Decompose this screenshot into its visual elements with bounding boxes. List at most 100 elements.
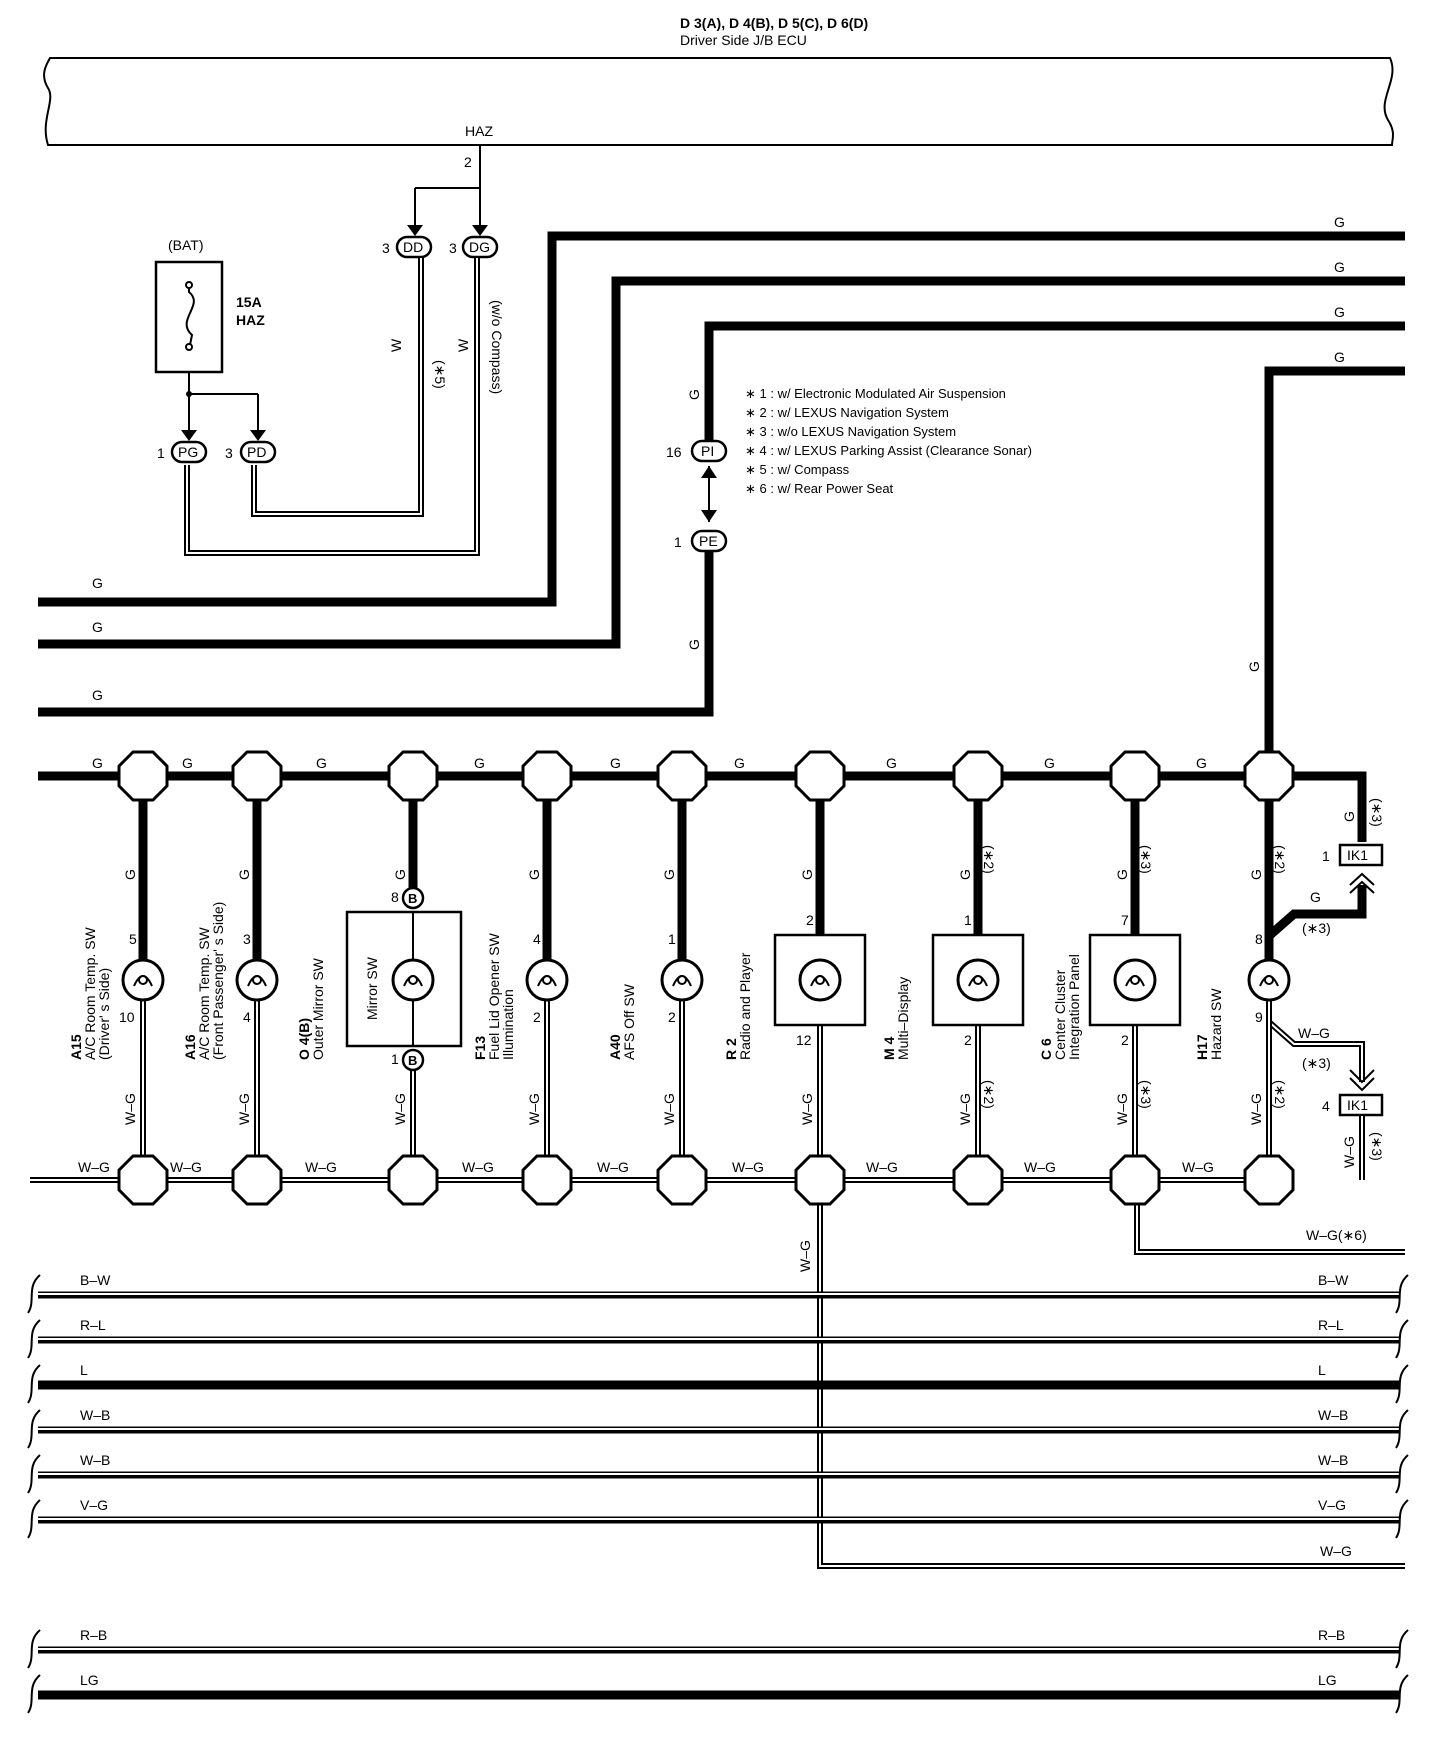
pe-wire-g: G xyxy=(686,639,702,650)
pin-top: 1 xyxy=(668,931,676,947)
wg-wire-label: W–G xyxy=(799,1093,815,1125)
note-1: ∗ 1 : w/ Electronic Modulated Air Suspen… xyxy=(745,386,1006,401)
ik1-top-star3: (∗3) xyxy=(1369,798,1385,827)
component-name-line-0: Radio and Player xyxy=(737,952,753,1060)
dg-wire-compass: (w/o Compass) xyxy=(489,300,505,394)
harness-label-right: R–B xyxy=(1318,1627,1345,1643)
component-code: R 2 xyxy=(723,1038,739,1060)
pe-pin: 1 xyxy=(674,534,682,550)
dd-pin: 3 xyxy=(382,240,390,256)
svg-text:DG: DG xyxy=(469,239,490,255)
g-bus-node xyxy=(521,750,573,802)
svg-text:PI: PI xyxy=(701,443,714,459)
terminal-b-bottom-label: B xyxy=(408,1053,417,1068)
note-6: ∗ 6 : w/ Rear Power Seat xyxy=(745,481,894,496)
header-title: D 3(A), D 4(B), D 5(C), D 6(D) xyxy=(680,15,868,31)
pin-top: 8 xyxy=(391,889,399,905)
bus-g-label-8: G xyxy=(1196,755,1207,771)
component-code: M 4 xyxy=(881,1036,897,1060)
g-wire-label: G xyxy=(526,869,542,880)
harness-label-right: R–L xyxy=(1318,1317,1344,1333)
right-g-4: G xyxy=(1334,349,1345,365)
header-subtitle: Driver Side J/B ECU xyxy=(680,32,807,48)
component-name-line-0: Center Cluster xyxy=(1052,969,1068,1060)
right-g-1: G xyxy=(1334,214,1345,230)
connector-ik1-bottom: IK1 xyxy=(1338,1093,1384,1117)
bus-g-label-4: G xyxy=(610,755,621,771)
harness-label-left: R–B xyxy=(80,1627,107,1643)
g-bus-node xyxy=(231,750,283,802)
harness-break-left xyxy=(27,1319,41,1359)
fuse-name: HAZ xyxy=(236,312,265,328)
note-5: ∗ 5 : w/ Compass xyxy=(745,462,850,477)
g-wire-label: G xyxy=(1114,869,1130,880)
connector-pi: PI xyxy=(690,439,728,463)
g-wire-label: G xyxy=(1248,869,1264,880)
left-g-1: G xyxy=(92,575,103,591)
pin-top: 2 xyxy=(806,912,814,928)
star2-top: (∗2) xyxy=(1272,845,1288,874)
harness-break-right xyxy=(1395,1674,1409,1714)
harness-break-left xyxy=(27,1409,41,1449)
component-name-line-0: Multi–Display xyxy=(895,977,911,1060)
mirror-box xyxy=(345,910,463,1048)
pin-bottom: 2 xyxy=(964,1032,972,1048)
notes-block: ∗ 1 : w/ Electronic Modulated Air Suspen… xyxy=(745,386,1032,496)
component-name-line-1: (Front Passenger' s Side) xyxy=(210,902,226,1060)
hazard-branch-star3: (∗3) xyxy=(1302,920,1331,936)
connector-dg: DG xyxy=(461,235,499,259)
g-bus-node xyxy=(952,750,1004,802)
connector-ik1-top: IK1 xyxy=(1338,843,1384,867)
hazard-right-star3: (∗3) xyxy=(1302,1055,1331,1071)
harness-break-right xyxy=(1395,1364,1409,1404)
connector-pd: PD xyxy=(239,440,277,464)
pin-top: 7 xyxy=(1121,912,1129,928)
pin-2: 2 xyxy=(464,154,472,170)
wg6-label: W–G(∗6) xyxy=(1306,1227,1367,1243)
dg-wire-w: W xyxy=(455,338,471,352)
component-name-line-0: A/C Room Temp. SW xyxy=(82,926,98,1060)
radio-end-wg: W–G xyxy=(1320,1543,1352,1559)
g-wire-label: G xyxy=(661,869,677,880)
wg-wire-label: W–G xyxy=(236,1093,252,1125)
bus-wg-label-5: W–G xyxy=(732,1159,764,1175)
pin-bottom: 2 xyxy=(668,1009,676,1025)
component-code: H17 xyxy=(1194,1034,1210,1060)
component-box xyxy=(1088,933,1182,1027)
wg-wire-label: W–G xyxy=(957,1093,973,1125)
bus-wg-label-3: W–G xyxy=(462,1159,494,1175)
svg-text:DD: DD xyxy=(403,239,423,255)
component-name-line-0: Hazard SW xyxy=(1208,988,1224,1060)
component-code: A15 xyxy=(68,1034,84,1060)
harness-break-right xyxy=(1395,1454,1409,1494)
bus-wg-label-6: W–G xyxy=(866,1159,898,1175)
component-code: F13 xyxy=(472,1036,488,1060)
pin-bottom: 4 xyxy=(243,1009,251,1025)
g-wire-label: G xyxy=(392,869,408,880)
radio-down-wg: W–G xyxy=(797,1240,813,1272)
jb-ecu-box xyxy=(43,57,1394,146)
component-name-line-1: Illumination xyxy=(500,989,516,1060)
wg-bus-node xyxy=(1243,1154,1295,1206)
left-g-2: G xyxy=(92,619,103,635)
harness-break-left xyxy=(27,1364,41,1404)
bus-wg-label-1: W–G xyxy=(170,1159,202,1175)
harness-break-left xyxy=(27,1674,41,1714)
wg-wire-label: W–G xyxy=(122,1093,138,1125)
harness-label-right: V–G xyxy=(1318,1497,1346,1513)
wg-bus-node xyxy=(117,1154,169,1206)
bus-g-label-2: G xyxy=(316,755,327,771)
bus-g-label-0: G xyxy=(92,755,103,771)
